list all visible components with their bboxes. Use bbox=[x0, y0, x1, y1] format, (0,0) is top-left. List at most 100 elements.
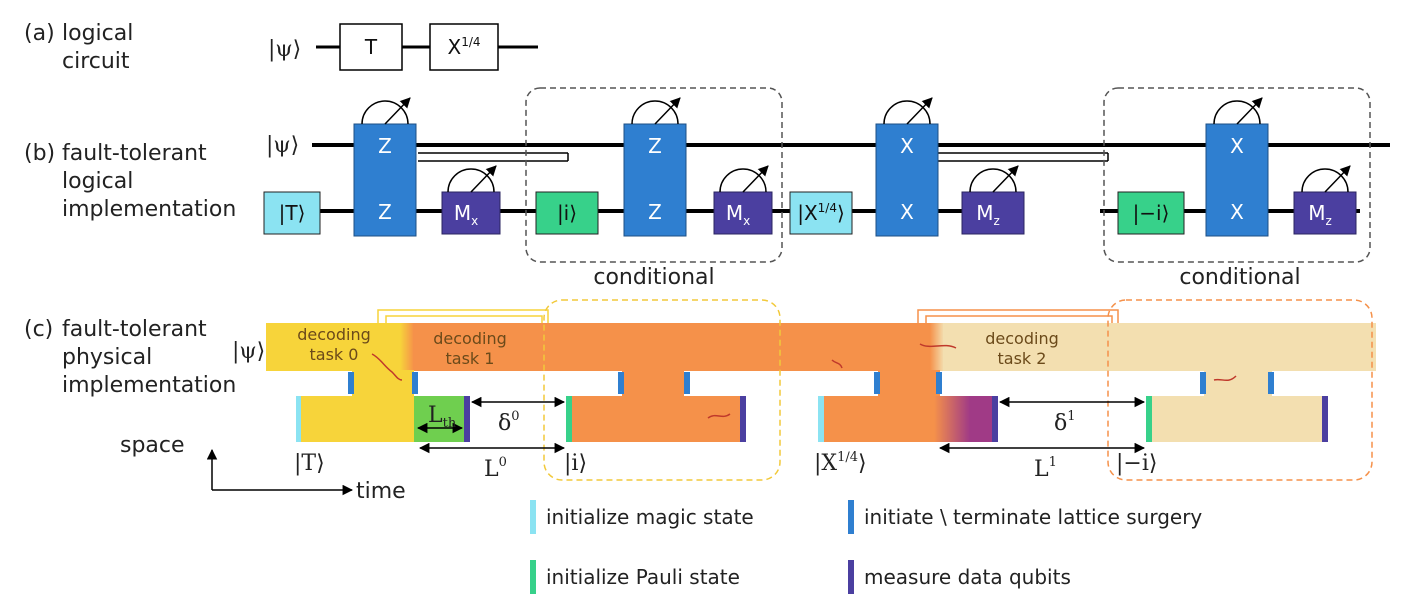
panel-b: (b) fault-tolerant logical implementatio… bbox=[24, 87, 1390, 290]
panel-c-lower-beige bbox=[1148, 396, 1326, 442]
panel-c: (c) fault-tolerant physical implementati… bbox=[24, 299, 1376, 504]
legend-surgery-label: initiate \ terminate lattice surgery bbox=[864, 505, 1202, 529]
panel-b-t-state-label: |T⟩ bbox=[279, 201, 306, 225]
legend-pauli-label: initialize Pauli state bbox=[546, 565, 740, 589]
panel-c-magic-init-1 bbox=[296, 396, 301, 442]
panel-b-mx-1 bbox=[441, 191, 501, 235]
panel-c-measure-2 bbox=[740, 396, 746, 442]
panel-c-conditional-box-2 bbox=[1107, 299, 1373, 481]
panel-c-delta1-label: δ1 bbox=[1054, 409, 1076, 436]
legend-measure-swatch bbox=[848, 560, 854, 594]
panel-c-axis-space: space bbox=[120, 433, 185, 458]
panel-c-band-gradient-2 bbox=[930, 323, 944, 371]
panel-b-i-state-label: |i⟩ bbox=[557, 201, 577, 225]
panel-a-tag: (a) bbox=[24, 21, 55, 46]
panel-a-t-gate bbox=[339, 23, 403, 71]
panel-c-title-line2: physical bbox=[62, 345, 152, 370]
meter-icon bbox=[631, 97, 681, 125]
panel-c-axis-time: time bbox=[356, 479, 406, 504]
panel-c-lower-orange-1 bbox=[568, 396, 744, 442]
panel-c-input-ket: |ψ⟩ bbox=[232, 339, 265, 364]
panel-c-conditional-box-1 bbox=[543, 299, 781, 481]
panel-c-feed-lines-yellow bbox=[377, 309, 549, 323]
panel-a-x14-gate bbox=[429, 23, 499, 71]
panel-b-minus-i-state-label: |−i⟩ bbox=[1133, 201, 1170, 225]
panel-c-l0-label: L0 bbox=[484, 455, 507, 482]
panel-c-band-yellow bbox=[266, 323, 402, 371]
panel-c-band-gradient-1 bbox=[400, 323, 414, 371]
panel-b-zz1-top: Z bbox=[378, 134, 392, 158]
panel-a-t-gate-label: T bbox=[364, 35, 378, 59]
panel-c-magic-init-2 bbox=[818, 396, 824, 442]
meter-icon bbox=[883, 97, 933, 125]
panel-c-task1-line1: decoding bbox=[433, 329, 506, 348]
panel-b-xx2-top: X bbox=[1230, 134, 1244, 158]
panel-c-band-beige bbox=[943, 323, 1376, 371]
panel-c-band-orange bbox=[413, 323, 933, 371]
panel-b-conditional-box-2 bbox=[1103, 87, 1371, 263]
panel-c-pauli-init-2 bbox=[1146, 396, 1152, 442]
panel-c-connector-1 bbox=[352, 370, 414, 398]
panel-b-title-line2: logical bbox=[62, 169, 133, 194]
panel-a: (a) logical circuit |ψ⟩ T X1/4 bbox=[24, 21, 538, 74]
panel-b-title-line3: implementation bbox=[62, 197, 236, 222]
panel-c-connector-4 bbox=[1204, 370, 1272, 398]
panel-b-zz1-bottom: Z bbox=[378, 200, 392, 224]
panel-c-magenta-block bbox=[934, 396, 994, 442]
panel-c-ket-i: |i⟩ bbox=[564, 451, 587, 476]
panel-c-task0-line2: task 0 bbox=[310, 345, 359, 364]
panel-b-xx1-top: X bbox=[900, 134, 914, 158]
panel-b-mz-1 bbox=[961, 191, 1025, 235]
panel-b-tag: (b) bbox=[24, 141, 55, 166]
legend: initialize magic state initialize Pauli … bbox=[530, 500, 1202, 594]
panel-b-input-ket: |ψ⟩ bbox=[266, 133, 299, 158]
panel-b-xx1-bottom: X bbox=[900, 200, 914, 224]
panel-c-lth-block bbox=[414, 396, 466, 442]
panel-a-input-ket: |ψ⟩ bbox=[268, 37, 301, 62]
panel-b-title-line1: fault-tolerant bbox=[62, 141, 207, 166]
panel-c-l1-label: L1 bbox=[1034, 455, 1057, 482]
panel-c-surgery-markers bbox=[348, 372, 1274, 394]
panel-b-zz-gate-2 bbox=[623, 123, 687, 237]
legend-magic-label: initialize magic state bbox=[546, 505, 754, 529]
meter-icon bbox=[1301, 165, 1351, 193]
meter-icon bbox=[1213, 97, 1263, 125]
legend-magic-swatch bbox=[530, 500, 536, 534]
panel-c-lth-label: Lth bbox=[428, 403, 457, 431]
panel-c-measure-4 bbox=[1322, 396, 1328, 442]
panel-c-task1-line2: task 1 bbox=[446, 349, 495, 368]
panel-c-connector-3 bbox=[878, 370, 940, 398]
panel-c-connector-2 bbox=[622, 370, 684, 398]
meter-icon bbox=[719, 165, 769, 193]
panel-b-t-state bbox=[263, 191, 321, 235]
meter-icon bbox=[447, 165, 497, 193]
panel-b-minus-i-state bbox=[1117, 191, 1185, 235]
panel-b-conditional-label-2: conditional bbox=[1179, 265, 1300, 290]
panel-c-title-line1: fault-tolerant bbox=[62, 317, 207, 342]
panel-c-delta0-label: δ0 bbox=[498, 409, 520, 436]
panel-c-measure-1 bbox=[464, 396, 470, 442]
panel-b-classical-lines bbox=[418, 152, 1109, 162]
panel-c-dimension-arrows bbox=[416, 396, 1146, 454]
panel-c-feed-lines-orange bbox=[917, 309, 1119, 323]
legend-surgery-swatch bbox=[848, 500, 854, 534]
panel-c-error-marks bbox=[371, 343, 1237, 419]
panel-b-zz2-bottom: Z bbox=[648, 200, 662, 224]
panel-c-pauli-init-1 bbox=[566, 396, 572, 442]
panel-c-tag: (c) bbox=[24, 317, 53, 342]
panel-c-ket-t: |T⟩ bbox=[294, 451, 325, 476]
panel-b-x14-state-label: |X1/4⟩ bbox=[797, 201, 845, 225]
panel-b-x14-state bbox=[789, 191, 853, 235]
panel-c-title-line3: implementation bbox=[62, 373, 236, 398]
panel-c-lower-yellow bbox=[296, 396, 414, 442]
panel-a-title-line2: circuit bbox=[62, 49, 130, 74]
panel-b-conditional-label-1: conditional bbox=[593, 265, 714, 290]
panel-b-xx-gate-2 bbox=[1205, 123, 1269, 237]
legend-measure-label: measure data qubits bbox=[864, 565, 1071, 589]
panel-c-ket-x14: |X1/4⟩ bbox=[814, 450, 867, 476]
panel-a-title-line1: logical bbox=[62, 21, 133, 46]
panel-b-mx-2 bbox=[713, 191, 773, 235]
legend-pauli-swatch bbox=[530, 560, 536, 594]
panel-c-task2-line1: decoding bbox=[985, 329, 1058, 348]
panel-c-task2-line2: task 2 bbox=[998, 349, 1047, 368]
